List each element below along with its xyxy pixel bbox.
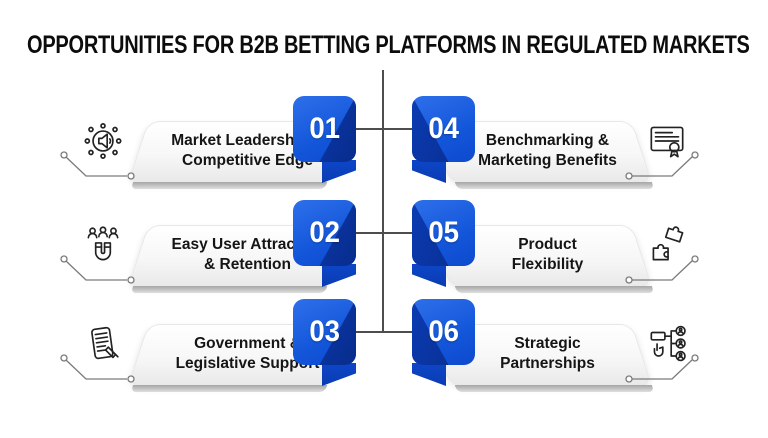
item-spine-link	[356, 232, 384, 234]
item-connector-line	[624, 353, 708, 385]
item-spine-link	[383, 232, 413, 234]
item-label: Product Flexibility	[511, 236, 584, 273]
item-spine-link	[383, 128, 413, 130]
page-title: OPPORTUNITIES FOR B2B BETTING PLATFORMS …	[27, 31, 750, 59]
item-label: Market Leadership & Competitive Edge	[171, 132, 323, 169]
opportunity-item-05: Product Flexibility 05	[383, 200, 768, 314]
opportunity-item-06: Strategic Partnerships 06	[383, 299, 768, 413]
org-chart-icon	[644, 321, 690, 367]
center-divider-line	[382, 70, 384, 332]
legislation-scroll-icon	[80, 321, 126, 367]
user-magnet-icon	[80, 222, 126, 268]
number-badge: 05	[412, 200, 475, 266]
item-connector-line	[624, 254, 708, 286]
item-spine-link	[356, 128, 384, 130]
number-badge: 03	[293, 299, 356, 365]
item-connector-line	[624, 150, 708, 182]
number-badge: 01	[293, 96, 356, 162]
opportunity-item-04: Benchmarking & Marketing Benefits 04	[383, 96, 768, 210]
number-badge: 02	[293, 200, 356, 266]
number-badge: 06	[412, 299, 475, 365]
certificate-icon	[644, 118, 690, 164]
item-label: Strategic Partnerships	[500, 335, 595, 372]
opportunity-item-02: Easy User Attraction & Retention 02	[0, 200, 384, 314]
number-ribbon-tail	[412, 264, 446, 287]
number-ribbon-tail	[412, 160, 446, 183]
item-label: Easy User Attraction & Retention	[171, 236, 324, 273]
item-connector-line	[58, 353, 142, 385]
item-spine-link	[383, 331, 413, 333]
item-label: Benchmarking & Marketing Benefits	[478, 132, 617, 169]
puzzle-pieces-icon	[644, 222, 690, 268]
item-connector-line	[58, 150, 142, 182]
item-spine-link	[356, 331, 384, 333]
item-connector-line	[58, 254, 142, 286]
opportunity-item-01: Market Leadership & Competitive Edge 01	[0, 96, 384, 210]
number-ribbon-tail	[412, 363, 446, 386]
opportunity-item-03: Government & Legislative Support 03	[0, 299, 384, 413]
promotion-megaphone-icon	[80, 118, 126, 164]
number-badge: 04	[412, 96, 475, 162]
